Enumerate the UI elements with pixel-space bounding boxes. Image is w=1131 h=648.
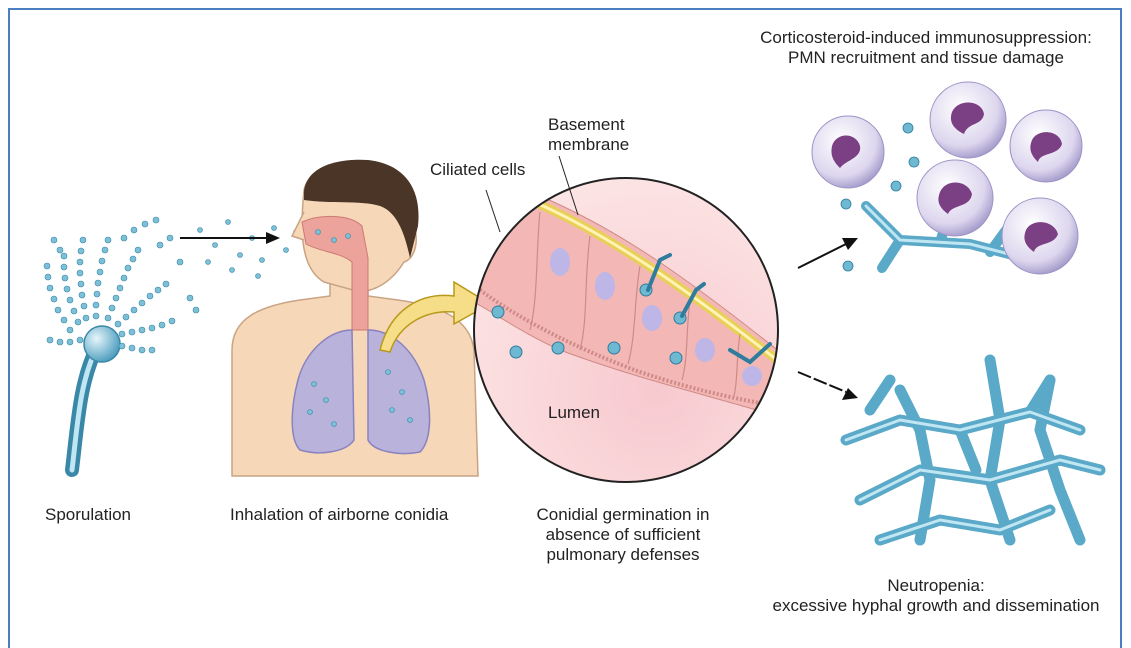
arrow-inhalation xyxy=(180,232,280,244)
label-germination: Conidial germination in absence of suffi… xyxy=(508,505,738,565)
immunosuppression-line-2: PMN recruitment and tissue damage xyxy=(736,48,1116,68)
basement-line-1: Basement xyxy=(548,115,629,135)
label-lumen: Lumen xyxy=(548,403,600,423)
germination-line-1: Conidial germination in xyxy=(508,505,738,525)
label-basement-membrane: Basement membrane xyxy=(548,115,629,155)
label-immunosuppression: Corticosteroid-induced immunosuppression… xyxy=(736,28,1116,68)
magnified-airway xyxy=(470,156,790,482)
hyphal-network xyxy=(846,360,1100,540)
germination-line-3: pulmonary defenses xyxy=(508,545,738,565)
human-figure xyxy=(232,160,478,476)
basement-line-2: membrane xyxy=(548,135,629,155)
neutrophils-cluster xyxy=(812,82,1082,274)
neutropenia-line-2: excessive hyphal growth and disseminatio… xyxy=(746,596,1126,616)
immunosuppression-line-1: Corticosteroid-induced immunosuppression… xyxy=(736,28,1116,48)
label-ciliated-cells: Ciliated cells xyxy=(430,160,525,180)
arrow-neutropenia xyxy=(798,372,858,400)
label-neutropenia: Neutropenia: excessive hyphal growth and… xyxy=(746,576,1126,616)
germination-line-2: absence of sufficient xyxy=(508,525,738,545)
neutropenia-line-1: Neutropenia: xyxy=(746,576,1126,596)
label-inhalation: Inhalation of airborne conidia xyxy=(230,505,448,525)
label-sporulation: Sporulation xyxy=(45,505,131,525)
